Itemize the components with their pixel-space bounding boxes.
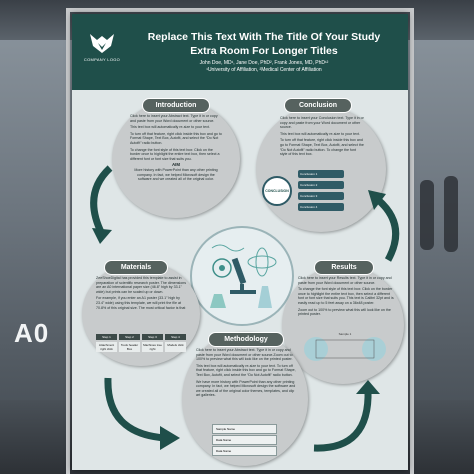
- table-header: Step 1: [96, 334, 117, 340]
- authors-block: John Doe, MD¹, Jane Doe, PhD², Frank Jon…: [128, 60, 400, 74]
- introduction-panel: [112, 100, 240, 218]
- results-paragraph: Click here to insert your Results text. …: [298, 276, 392, 285]
- poster-title: Replace This Text With The Title Of Your…: [128, 30, 400, 58]
- wolf-logo-icon: [90, 34, 114, 53]
- science-illustration: [190, 226, 294, 326]
- table-header: Step 2: [119, 334, 140, 340]
- materials-paragraph: ZeeShoeDigital has provided this templat…: [96, 276, 187, 294]
- materials-paragraph: For example, if you enter an A1 poster (…: [96, 296, 186, 310]
- aim-text: More history with PowerPoint than any ot…: [134, 167, 218, 182]
- size-label: A0: [14, 318, 50, 348]
- intro-paragraph: To turn off that feature, right click in…: [130, 131, 222, 145]
- concl-paragraph: To turn off that feature, right click in…: [280, 138, 364, 157]
- conclusion-text: Click here to insert your Conclusion tex…: [280, 116, 364, 159]
- methodology-text: Click here to insert your Abstract text.…: [196, 348, 296, 400]
- method-box: Data Name: [212, 446, 277, 456]
- results-paragraph: Zoom out to 100% to preview what this wi…: [298, 307, 391, 317]
- microscope-icon: [210, 244, 277, 308]
- cycle-arrow-icon: [90, 165, 113, 244]
- method-box: Data Name: [212, 435, 277, 445]
- table-header: Step 3: [142, 334, 163, 340]
- table-cell: Machines tree right: [142, 342, 163, 352]
- poster-stand-top: [66, 8, 414, 12]
- results-text: Click here to insert your Results text. …: [298, 276, 394, 319]
- background-person: [444, 176, 458, 252]
- materials-title: Materials: [104, 260, 168, 275]
- cycle-arrow-icon: [104, 377, 180, 450]
- table-header: Step 4: [165, 334, 186, 340]
- method-paragraph: We have more history with PowerPoint tha…: [196, 379, 296, 398]
- concl-paragraph: This text box will automatically re-size…: [280, 131, 360, 136]
- results-title: Results: [314, 260, 374, 275]
- concl-paragraph: Click here to insert your Conclusion tex…: [280, 116, 364, 130]
- conclusion-node: Conclusion 1: [298, 170, 344, 178]
- table-cell: Attachment right click: [96, 342, 117, 352]
- affiliations: ¹University of Affiliation, ²Medical Cen…: [206, 67, 322, 73]
- intro-paragraph: Click here to insert your Abstract text.…: [130, 114, 218, 123]
- methodology-title: Methodology: [208, 332, 284, 347]
- intro-paragraph: This text box will automatically re-size…: [130, 125, 210, 130]
- company-logo: COMPANY LOGO: [80, 32, 124, 74]
- title-line-1: Replace This Text With The Title Of Your…: [147, 31, 381, 43]
- method-box: Sample Name: [212, 424, 277, 434]
- results-paragraph: To change the font style of this text bo…: [298, 287, 394, 305]
- title-line-2: Extra Room For Longer Titles: [190, 45, 338, 57]
- aim-title: AIM: [171, 162, 181, 168]
- poster-header: COMPANY LOGO Replace This Text With The …: [72, 14, 408, 90]
- conclusion-node: Conclusion 4: [298, 203, 344, 211]
- intro-paragraph: To change the font style of this text bo…: [130, 147, 220, 161]
- results-chart: Sample 1: [302, 332, 388, 362]
- materials-table: Step 1 Step 2 Step 3 Step 4 Attachment r…: [96, 334, 186, 352]
- conclusion-diagram-center: CONCLUSION: [262, 176, 292, 206]
- introduction-title: Introduction: [142, 98, 210, 113]
- table-cell: Models click: [165, 342, 186, 352]
- table-cell: Tools header Box: [119, 342, 140, 352]
- conclusion-title: Conclusion: [284, 98, 352, 113]
- poster: COMPANY LOGO Replace This Text With The …: [72, 14, 408, 470]
- logo-text: COMPANY LOGO: [83, 57, 121, 62]
- results-chart-graphic: [304, 337, 386, 361]
- introduction-text: Click here to insert your Abstract text.…: [130, 114, 222, 184]
- authors: John Doe, MD¹, Jane Doe, PhD², Frank Jon…: [199, 60, 329, 66]
- poster-stand-left: [66, 8, 70, 474]
- cycle-arrow-icon: [313, 380, 380, 452]
- chart-title: Sample 1: [338, 332, 352, 336]
- cycle-arrow-icon: [368, 190, 400, 262]
- method-paragraph: This text box will automatically re-size…: [196, 363, 296, 377]
- background-person: [420, 180, 434, 250]
- results-panel: [282, 266, 404, 384]
- materials-text: ZeeShoeDigital has provided this templat…: [96, 276, 188, 312]
- conclusion-node: Conclusion 2: [298, 181, 344, 189]
- conclusion-panel: [256, 106, 386, 232]
- conclusion-node: Conclusion 3: [298, 192, 344, 200]
- method-paragraph: Click here to insert your Abstract text.…: [196, 348, 293, 362]
- poster-stand-right: [410, 8, 414, 474]
